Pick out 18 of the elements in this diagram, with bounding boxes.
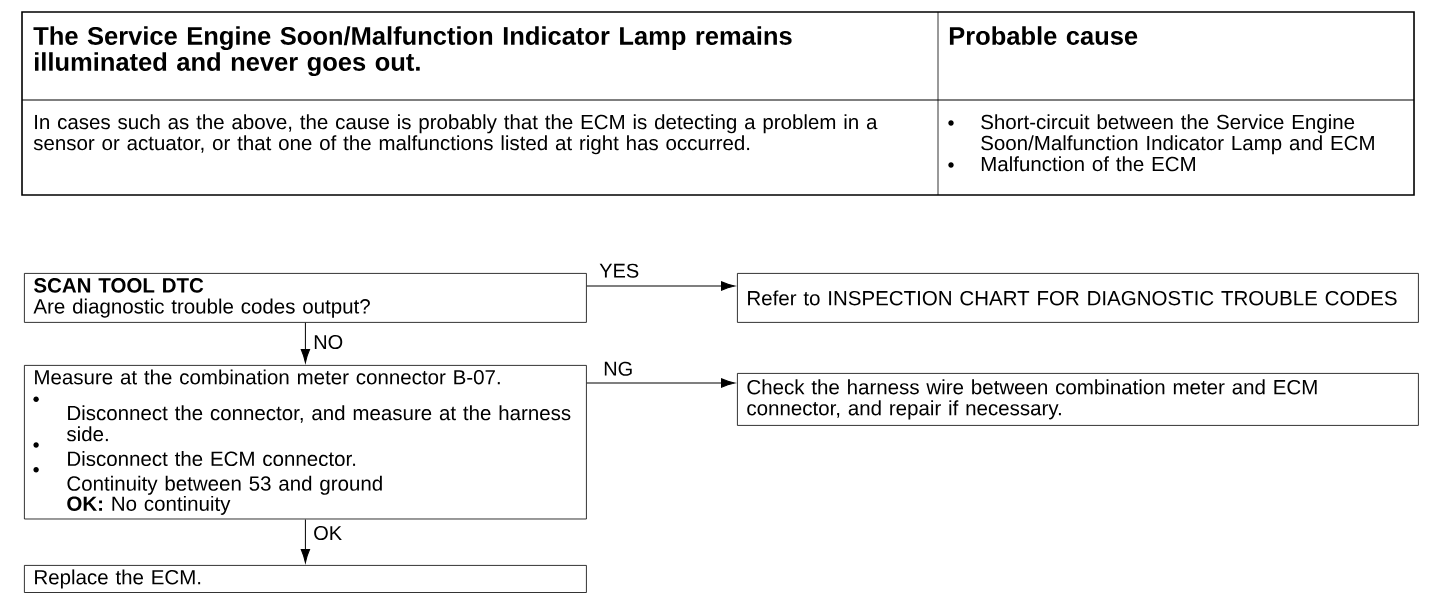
arrow: [586, 378, 736, 388]
arrow: [300, 322, 311, 364]
step-box: Replace the ECM.: [24, 565, 587, 593]
edge-label: OK: [312, 524, 344, 542]
edge-label: NG: [602, 360, 635, 377]
table-header: The Service Engine Soon/Malfunction Indicator Lamp remains illuminated and never goes out.: [33, 26, 792, 77]
step-box: Measure at the combination meter connector B-07. Disconnect the connector, and measure at the harness side. Disconnect the ECM connector. Continuity between 53 and ground OK: No continuity: [24, 365, 587, 520]
arrow: [586, 281, 736, 291]
step-box: Check the harness wire between combination meter and ECM connector, and repair if necessary.: [737, 373, 1419, 426]
step-box: SCAN TOOL DTC Are diagnostic trouble codes output?: [24, 273, 587, 323]
cell-text: Malfunction of the ECM: [981, 156, 1195, 172]
edge-label: YES: [598, 262, 641, 279]
table-header: Probable cause: [949, 26, 1138, 45]
cell-text: Short-circuit between the Service Engine Soon/Malfunction Indicator Lamp and ECM: [981, 114, 1374, 155]
edge-label: NO: [312, 333, 345, 351]
arrow: [300, 518, 311, 564]
step-box: Refer to INSPECTION CHART FOR DIAGNOSTIC TROUBLE CODES: [737, 273, 1419, 323]
cell-text: In cases such as the above, the cause is probably that the ECM is detecting a problem in a sensor or actuator, or that one of the malfunctions listed at right has occurred.: [33, 114, 878, 155]
